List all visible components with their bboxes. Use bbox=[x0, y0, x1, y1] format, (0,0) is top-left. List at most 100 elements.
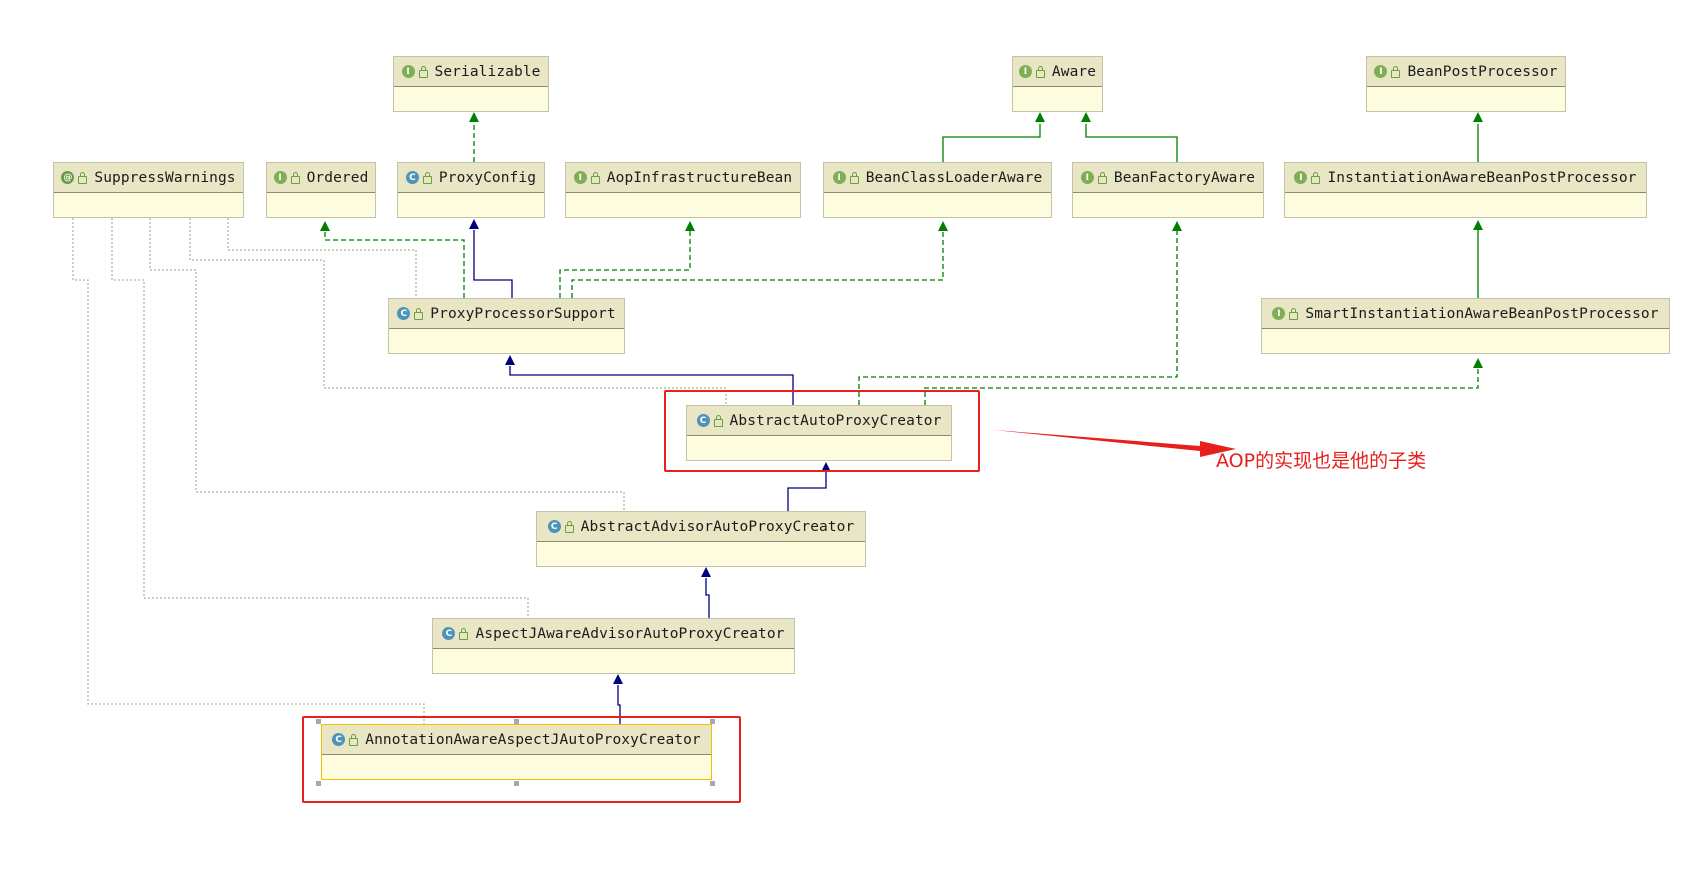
implements-line bbox=[559, 222, 691, 298]
lock-icon bbox=[713, 414, 723, 427]
node-proxyconfig[interactable]: C ProxyConfig bbox=[397, 162, 545, 218]
node-label: Serializable bbox=[434, 63, 541, 80]
annotation-line bbox=[149, 218, 625, 511]
class-icon: C bbox=[332, 733, 346, 746]
lock-icon bbox=[78, 171, 88, 184]
arrow-head bbox=[1172, 221, 1182, 231]
implements-line bbox=[324, 222, 465, 298]
lock-icon bbox=[290, 171, 300, 184]
implements-line bbox=[924, 359, 1479, 405]
annotation-line bbox=[111, 218, 529, 618]
implements-line bbox=[571, 222, 944, 298]
node-abstractautoproxycreator[interactable]: C AbstractAutoProxyCreator bbox=[686, 405, 952, 461]
interface-icon: I bbox=[1374, 65, 1388, 78]
class-icon: C bbox=[696, 414, 710, 427]
node-beanpostprocessor[interactable]: I BeanPostProcessor bbox=[1366, 56, 1566, 112]
node-abstractadvisorautoproxycreator[interactable]: C AbstractAdvisorAutoProxyCreator bbox=[536, 511, 866, 567]
node-aopinfrastructurebean[interactable]: I AopInfrastructureBean bbox=[565, 162, 801, 218]
annotation-icon: @ bbox=[61, 171, 75, 184]
arrow-head bbox=[821, 462, 831, 472]
node-suppresswarnings[interactable]: @ SuppressWarnings bbox=[53, 162, 244, 218]
selection-handle[interactable] bbox=[316, 781, 321, 786]
arrow-head bbox=[1473, 220, 1483, 230]
selection-handle[interactable] bbox=[514, 781, 519, 786]
lock-icon bbox=[1289, 307, 1299, 320]
lock-icon bbox=[1391, 65, 1401, 78]
node-label: ProxyConfig bbox=[438, 169, 537, 186]
node-label: Aware bbox=[1051, 63, 1097, 80]
selection-handle[interactable] bbox=[316, 719, 321, 724]
implements-line bbox=[858, 222, 1178, 405]
extends-line bbox=[705, 578, 710, 618]
interface-icon: I bbox=[1294, 171, 1308, 184]
lock-icon bbox=[564, 520, 574, 533]
arrow-head bbox=[701, 567, 711, 577]
lock-icon bbox=[1097, 171, 1107, 184]
selection-handle[interactable] bbox=[710, 781, 715, 786]
class-icon: C bbox=[397, 307, 411, 320]
node-smartinstantiationawarebeanpostprocessor[interactable]: I SmartInstantiationAwareBeanPostProcesso… bbox=[1261, 298, 1670, 354]
interface-icon: I bbox=[1272, 307, 1286, 320]
lock-icon bbox=[1035, 65, 1045, 78]
node-label: SuppressWarnings bbox=[94, 169, 236, 186]
lock-icon bbox=[414, 307, 424, 320]
extends-interface-line bbox=[1085, 124, 1178, 162]
arrow-head bbox=[1035, 112, 1045, 122]
node-label: AbstractAutoProxyCreator bbox=[729, 412, 942, 429]
selection-handle[interactable] bbox=[514, 719, 519, 724]
arrow-head bbox=[469, 219, 479, 229]
node-instantiationawarebeanpostprocessor[interactable]: I InstantiationAwareBeanPostProcessor bbox=[1284, 162, 1647, 218]
node-label: AspectJAwareAdvisorAutoProxyCreator bbox=[475, 625, 785, 642]
lock-icon bbox=[590, 171, 600, 184]
node-beanclassloaderaware[interactable]: I BeanClassLoaderAware bbox=[823, 162, 1052, 218]
interface-icon: I bbox=[1018, 65, 1032, 78]
extends-interface-line bbox=[942, 124, 1041, 162]
node-label: SmartInstantiationAwareBeanPostProcessor bbox=[1305, 305, 1659, 322]
interface-icon: I bbox=[1080, 171, 1094, 184]
class-icon: C bbox=[442, 627, 456, 640]
interface-icon: I bbox=[573, 171, 587, 184]
node-label: BeanPostProcessor bbox=[1407, 63, 1558, 80]
highlight-frame-annotationawareaspectjautoproxycreator bbox=[302, 716, 741, 803]
lock-icon bbox=[422, 171, 432, 184]
node-annotationawareaspectjautoproxycreator[interactable]: C AnnotationAwareAspectJAutoProxyCreator bbox=[321, 724, 712, 780]
node-label: InstantiationAwareBeanPostProcessor bbox=[1327, 169, 1637, 186]
lock-icon bbox=[849, 171, 859, 184]
arrow-head bbox=[685, 221, 695, 231]
arrow-head bbox=[469, 112, 479, 122]
arrow-head bbox=[505, 355, 515, 365]
highlight-frame-abstractautoproxycreator bbox=[664, 390, 980, 472]
arrow-head bbox=[613, 674, 623, 684]
class-icon: C bbox=[547, 520, 561, 533]
node-label: ProxyProcessorSupport bbox=[430, 305, 616, 322]
extends-line bbox=[473, 230, 513, 298]
lock-icon bbox=[418, 65, 428, 78]
arrow-head bbox=[1473, 358, 1483, 368]
interface-icon: I bbox=[832, 171, 846, 184]
annotation-line bbox=[227, 218, 417, 298]
annotation-text: AOP的实现也是他的子类 bbox=[1216, 450, 1427, 472]
lock-icon bbox=[1311, 171, 1321, 184]
node-label: AbstractAdvisorAutoProxyCreator bbox=[580, 518, 855, 535]
node-label: BeanClassLoaderAware bbox=[865, 169, 1043, 186]
node-label: AnnotationAwareAspectJAutoProxyCreator bbox=[365, 731, 701, 748]
annotation-line bbox=[72, 218, 425, 724]
node-label: AopInfrastructureBean bbox=[606, 169, 793, 186]
extends-line bbox=[787, 472, 827, 511]
lock-icon bbox=[349, 733, 359, 746]
arrow-head bbox=[938, 221, 948, 231]
node-aspectjawareadvisorautoproxycreator[interactable]: C AspectJAwareAdvisorAutoProxyCreator bbox=[432, 618, 795, 674]
extends-line bbox=[617, 685, 621, 724]
callout-arrow bbox=[994, 430, 1236, 457]
node-beanfactoryaware[interactable]: I BeanFactoryAware bbox=[1072, 162, 1264, 218]
arrow-head bbox=[1081, 112, 1091, 122]
selection-handle[interactable] bbox=[710, 719, 715, 724]
node-label: BeanFactoryAware bbox=[1113, 169, 1256, 186]
class-icon: C bbox=[405, 171, 419, 184]
node-aware[interactable]: I Aware bbox=[1012, 56, 1103, 112]
node-proxyprocessorsupport[interactable]: C ProxyProcessorSupport bbox=[388, 298, 625, 354]
